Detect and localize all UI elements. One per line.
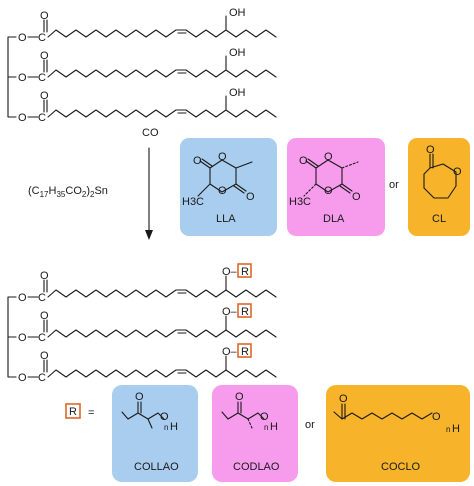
hydroxyl-label: OH	[229, 7, 246, 19]
monomer-dla: O O O O H3C DLA	[287, 138, 385, 236]
castor-oil-structure: O C O OH O C O OH O C O OH CO	[7, 7, 277, 139]
dla-label: DLA	[323, 213, 345, 225]
subscript-n: n	[446, 425, 450, 434]
ester-oxygen: O	[18, 112, 27, 124]
monomer-lla: O O O O H3C LLA	[180, 138, 277, 236]
o-r-label: O–	[222, 306, 238, 318]
ring-oxygen: O	[453, 166, 462, 178]
carbonyl-carbon: C	[38, 112, 46, 124]
chain-oxygen: O	[160, 411, 169, 423]
ring-oxygen: O	[324, 151, 333, 163]
carbonyl-oxygen: O	[135, 391, 144, 403]
hydroxyl-label: OH	[229, 47, 246, 59]
carbonyl-oxygen: O	[40, 10, 49, 22]
methyl-label: H3C	[182, 196, 204, 208]
option-coclo: O O H n COCLO	[326, 385, 470, 482]
hydroxyl-label: OH	[229, 87, 246, 99]
carbonyl-oxygen: O	[40, 270, 49, 282]
catalyst-label: (C17H35CO2)2Sn	[28, 185, 108, 199]
codlao-box	[212, 385, 298, 482]
cl-box	[408, 138, 470, 236]
or-word: or	[305, 419, 315, 431]
ester-oxygen: O	[18, 292, 27, 304]
r-label: R	[241, 306, 249, 318]
carbonyl-oxygen: O	[246, 191, 255, 203]
carbonyl-oxygen: O	[40, 310, 49, 322]
carbonyl-oxygen: O	[339, 393, 348, 405]
codlao-label: CODLAO	[233, 461, 280, 473]
carbonyl-carbon: C	[38, 332, 46, 344]
castor-oil-label: CO	[142, 127, 159, 139]
carbonyl-oxygen: O	[299, 155, 308, 167]
product-structure: O C O O– R O C O O– R O C O O– R	[7, 263, 277, 384]
r-label: R	[241, 346, 249, 358]
r-group-box	[237, 303, 252, 318]
end-h: H	[270, 421, 278, 433]
end-h: H	[170, 421, 178, 433]
chain-oxygen: O	[260, 411, 269, 423]
o-r-label: O–	[222, 346, 238, 358]
ester-oxygen: O	[18, 72, 27, 84]
lla-label: LLA	[216, 213, 236, 225]
ester-oxygen: O	[18, 372, 27, 384]
subscript-n: n	[264, 423, 268, 432]
ester-oxygen: O	[18, 332, 27, 344]
methyl-label: H3C	[289, 196, 311, 208]
carbonyl-oxygen: O	[352, 191, 361, 203]
coclo-box	[326, 385, 470, 482]
r-definition-box	[65, 403, 81, 419]
cl-label: CL	[432, 213, 446, 225]
ring-oxygen: O	[218, 185, 227, 197]
ester-oxygen: O	[18, 32, 27, 44]
coclo-label: COCLO	[381, 461, 421, 473]
chain-oxygen: O	[432, 411, 441, 423]
subscript-n: n	[164, 423, 168, 432]
end-h: H	[452, 423, 460, 435]
r-label: R	[241, 266, 249, 278]
carbonyl-oxygen: O	[426, 144, 435, 156]
carbonyl-oxygen: O	[40, 350, 49, 362]
reaction-arrow	[145, 147, 153, 240]
carbonyl-carbon: C	[38, 72, 46, 84]
carbonyl-oxygen: O	[40, 90, 49, 102]
equals-sign: =	[88, 407, 94, 419]
carbonyl-oxygen: O	[235, 391, 244, 403]
or-word: or	[389, 179, 399, 191]
carbonyl-oxygen: O	[193, 155, 202, 167]
monomer-cl: O O CL	[408, 138, 470, 236]
r-group-box	[237, 343, 252, 358]
collao-box	[112, 385, 198, 482]
r-group-box	[237, 263, 252, 278]
ring-oxygen: O	[324, 185, 333, 197]
carbonyl-carbon: C	[38, 32, 46, 44]
o-r-label: O–	[222, 266, 238, 278]
carbonyl-carbon: C	[38, 372, 46, 384]
collao-label: COLLAO	[134, 461, 179, 473]
option-codlao: O O H n CODLAO	[212, 385, 298, 482]
option-collao: O O H n COLLAO	[112, 385, 198, 482]
carbonyl-carbon: C	[38, 292, 46, 304]
lla-box	[180, 138, 277, 236]
r-definition-label: R	[69, 406, 77, 418]
ring-oxygen: O	[218, 151, 227, 163]
carbonyl-oxygen: O	[40, 50, 49, 62]
